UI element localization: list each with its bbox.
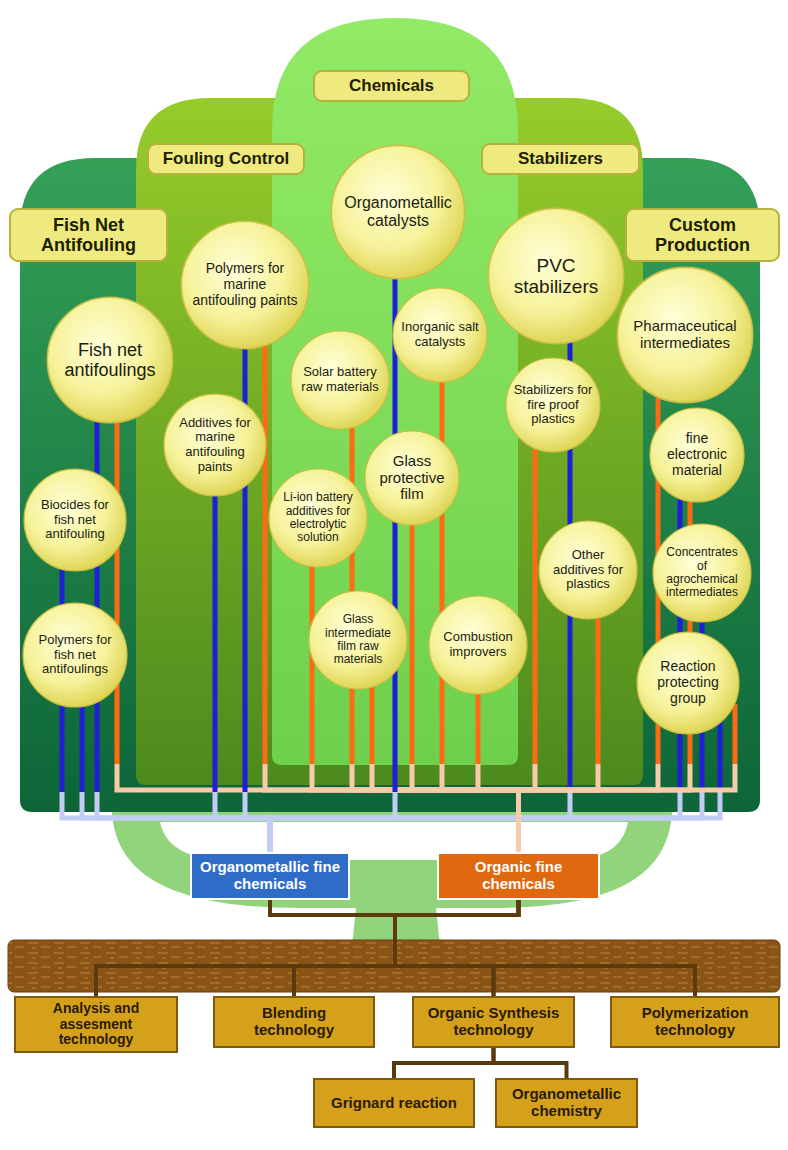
root-line <box>395 900 695 996</box>
node-label: Organic Synthesis technology <box>421 1005 566 1039</box>
product-circle: Additives for marine antifouling paints <box>163 393 267 497</box>
product-circle: Fish net antifoulings <box>46 296 174 424</box>
product-circle: Polymers for fish net antifoulings <box>22 602 128 708</box>
node-label: Biocides for fish net antifouling <box>32 498 119 542</box>
root-line <box>270 900 695 996</box>
node-label: Organometallic fine chemicals <box>199 859 341 893</box>
node-label: Concentrates of agrochemical intermediat… <box>660 546 744 600</box>
header-label: Chemicals <box>349 76 434 95</box>
product-line <box>270 723 720 852</box>
node-label: Polymerization technology <box>619 1005 771 1039</box>
category-header: Chemicals <box>313 70 470 102</box>
root-line <box>394 1048 494 1078</box>
product-circle: Biocides for fish net antifouling <box>23 468 127 572</box>
chemical-box: Organic fine chemicals <box>437 852 600 900</box>
product-circle: Combustion improvers <box>428 595 528 695</box>
technology-box: Grignard reaction <box>313 1078 475 1128</box>
node-label: Glass intermediate film raw materials <box>316 613 400 667</box>
node-label: Additives for marine antifouling paints <box>172 416 259 474</box>
node-label: Analysis and assesment technology <box>23 1001 169 1048</box>
node-label: Other additives for plastics <box>546 548 630 592</box>
node-label: PVC stabilizers <box>498 255 614 298</box>
product-circle: Polymers for marine antifouling paints <box>180 220 310 350</box>
product-circle: Inorganic salt catalysts <box>392 287 488 383</box>
header-label: Fouling Control <box>163 149 290 168</box>
product-line <box>270 279 395 852</box>
node-label: Organic fine chemicals <box>446 859 591 893</box>
technology-box: Polymerization technology <box>610 996 780 1048</box>
product-circle: Glass protective film <box>364 430 460 526</box>
node-label: Organometallic chemistry <box>504 1086 629 1120</box>
category-header: Fouling Control <box>147 143 305 175</box>
header-label: Custom Production <box>634 215 771 255</box>
product-circle: fine electronic material <box>649 407 745 503</box>
node-label: Polymers for fish net antifoulings <box>31 633 120 677</box>
node-label: Glass protective film <box>372 453 453 503</box>
category-header: Custom Production <box>625 208 780 262</box>
node-label: Polymers for marine antifouling paints <box>191 261 300 308</box>
product-circle: Solar battery raw materials <box>290 330 390 430</box>
trunk <box>112 812 672 946</box>
node-label: fine electronic material <box>657 431 738 478</box>
category-header: Stabilizers <box>481 143 640 175</box>
product-circle: PVC stabilizers <box>487 207 625 345</box>
header-label: Stabilizers <box>518 149 603 168</box>
technology-box: Analysis and assesment technology <box>14 996 178 1053</box>
node-label: Stabilizers for fire proof plastics <box>513 383 594 427</box>
product-line <box>478 694 519 852</box>
technology-box: Organic Synthesis technology <box>412 996 575 1048</box>
product-circle: Li-ion battery additives for electrolyti… <box>268 468 368 568</box>
product-circle: Other additives for plastics <box>538 520 638 620</box>
product-circle: Glass intermediate film raw materials <box>308 590 408 690</box>
node-label: Grignard reaction <box>331 1095 457 1112</box>
node-label: Reaction protecting group <box>645 659 732 706</box>
chemical-box: Organometallic fine chemicals <box>190 852 350 900</box>
product-line <box>82 707 270 852</box>
node-label: Pharmaceutical intermediates <box>627 318 743 352</box>
technology-box: Blending technology <box>213 996 375 1048</box>
technology-box: Organometallic chemistry <box>495 1078 638 1128</box>
root-line <box>494 1048 567 1078</box>
node-label: Combustion improvers <box>436 630 520 659</box>
product-circle: Organometallic catalysts <box>330 144 466 280</box>
node-label: Li-ion battery additives for electrolyti… <box>276 491 360 545</box>
node-label: Solar battery raw materials <box>298 365 382 394</box>
node-label: Blending technology <box>222 1005 366 1039</box>
product-circle: Pharmaceutical intermediates <box>616 266 754 404</box>
node-label: Organometallic catalysts <box>341 194 455 230</box>
product-circle: Concentrates of agrochemical intermediat… <box>652 523 752 623</box>
node-label: Inorganic salt catalysts <box>400 320 481 349</box>
product-circle: Reaction protecting group <box>636 631 740 735</box>
node-label: Fish net antifoulings <box>56 340 164 380</box>
header-label: Fish Net Antifouling <box>18 215 159 255</box>
product-line <box>519 397 659 852</box>
category-header: Fish Net Antifouling <box>9 208 168 262</box>
product-circle: Stabilizers for fire proof plastics <box>505 357 601 453</box>
